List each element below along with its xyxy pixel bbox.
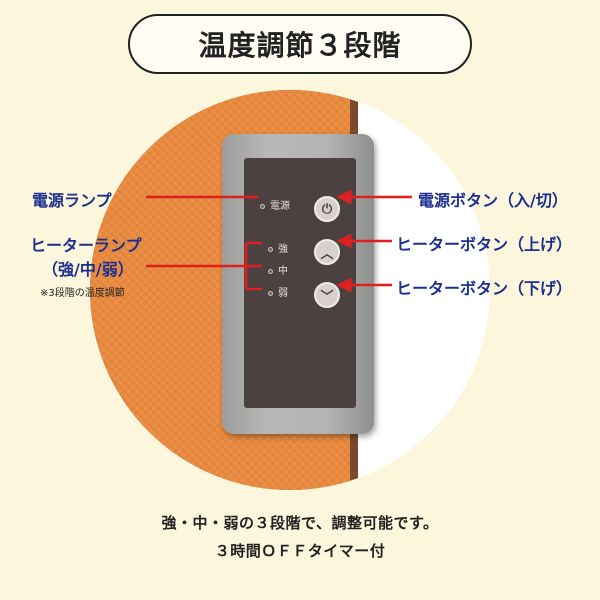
power-lamp-led bbox=[260, 204, 265, 209]
strong-lamp-led bbox=[268, 247, 273, 252]
caption-line-2: ３時間ＯＦＦタイマー付 bbox=[214, 542, 386, 560]
heater-down-button[interactable]: ﹀ bbox=[314, 282, 340, 308]
power-icon: ⏻ bbox=[321, 201, 333, 217]
medium-lamp-led bbox=[268, 269, 273, 274]
heater-up-button[interactable]: ︿ bbox=[314, 239, 340, 265]
power-cord bbox=[445, 468, 490, 490]
power-lamp-label: 電源 bbox=[270, 201, 290, 212]
heater-lamp-note: ※3段階の温度調節 bbox=[40, 288, 125, 299]
heater-down-callout: ヒーターボタン（下げ） bbox=[396, 279, 573, 298]
chevron-up-icon: ︿ bbox=[320, 246, 334, 262]
power-button-callout: 電源ボタン（入/切） bbox=[418, 191, 568, 210]
weak-lamp-label: 弱 bbox=[278, 288, 288, 299]
remote-controller: 電源 ⏻ 強 ︿ 中 弱 ﹀ bbox=[222, 134, 374, 434]
heater-up-callout: ヒーターボタン（上げ） bbox=[396, 235, 573, 254]
heater-lamp-callout: ヒーターランプ bbox=[30, 236, 142, 255]
medium-lamp-label: 中 bbox=[278, 266, 288, 277]
power-lamp-callout: 電源ランプ bbox=[32, 191, 112, 210]
weak-lamp-led bbox=[268, 291, 273, 296]
chevron-down-icon: ﹀ bbox=[320, 289, 334, 305]
page-title: 温度調節３段階 bbox=[128, 14, 472, 74]
heater-lamp-levels: （強/中/弱） bbox=[42, 260, 134, 279]
strong-lamp-label: 強 bbox=[278, 244, 288, 255]
power-button[interactable]: ⏻ bbox=[314, 196, 340, 222]
remote-panel: 電源 ⏻ 強 ︿ 中 弱 ﹀ bbox=[244, 158, 356, 408]
caption-line-1: 強・中・弱の３段階で、調整可能です。 bbox=[161, 514, 439, 532]
